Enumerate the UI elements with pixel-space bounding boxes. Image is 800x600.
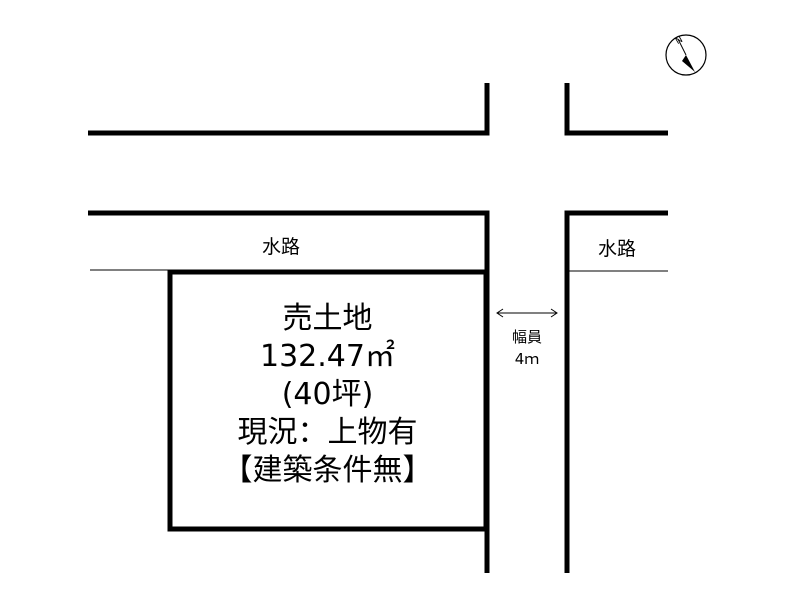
waterway-label-left: 水路 <box>262 236 301 258</box>
plot-area: 132.47㎡ <box>260 339 395 374</box>
waterway-label-right: 水路 <box>598 238 637 260</box>
land-plot <box>167 269 489 532</box>
road-width-info: 幅員 4ｍ <box>492 326 562 370</box>
plot-status: 現況：上物有 <box>237 415 418 450</box>
road-edge-top-left <box>88 83 490 136</box>
plot-tsubo: (40坪) <box>281 377 374 412</box>
road-width-value: 4ｍ <box>514 350 540 368</box>
plot-title: 売土地 <box>282 301 373 336</box>
north-arrow-icon <box>665 34 707 76</box>
road-width-arrow-icon <box>496 308 558 318</box>
road-width-label: 幅員 <box>511 328 542 346</box>
plot-condition: 【建築条件無】 <box>222 453 433 488</box>
road-edge-middle-right <box>564 210 668 573</box>
plot-info: 売土地 132.47㎡ (40坪) 現況：上物有 【建築条件無】 <box>170 300 485 490</box>
road-edge-top-right <box>564 83 668 136</box>
